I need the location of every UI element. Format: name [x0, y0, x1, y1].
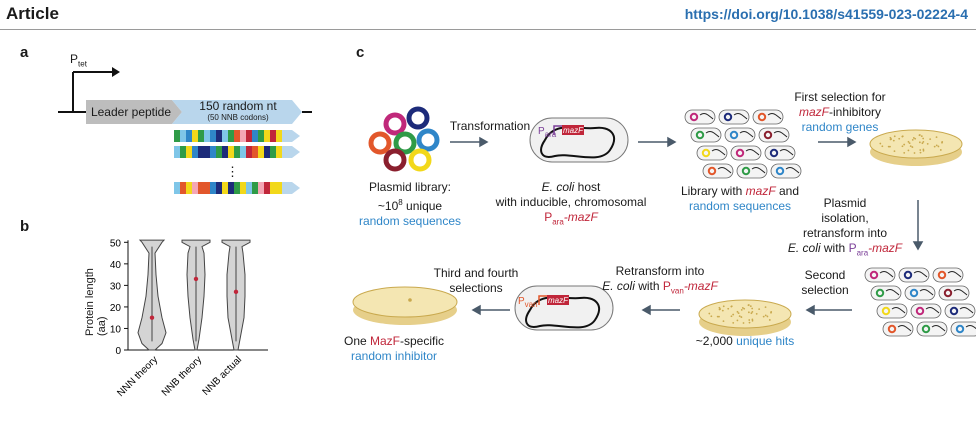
- y-tick-label: 50: [110, 238, 122, 249]
- panel-c-diagram: [352, 106, 976, 337]
- pvan-tag: Pvan: [518, 296, 538, 309]
- transformed-bacteria-icon: [864, 267, 976, 337]
- y-axis-label: Protein length (aa): [84, 268, 108, 336]
- transformation-text: Transformation: [449, 119, 531, 133]
- retransform-text: Retransform into E. coli with Pvan-mazF: [602, 264, 718, 296]
- second-selection-text: Second selection: [801, 268, 849, 297]
- ecoli-pvan-cell-icon: [514, 285, 614, 331]
- mean-marker: [149, 315, 155, 320]
- y-tick-label: 10: [110, 324, 122, 335]
- header-divider: [0, 29, 976, 30]
- ecoli-host-text: E. coli host with inducible, chromosomal…: [495, 180, 647, 227]
- doi-link[interactable]: https://doi.org/10.1038/s41559-023-02224…: [684, 6, 968, 22]
- mazf-tag-1: mazF: [563, 126, 583, 135]
- promoter-label: Ptet: [70, 52, 87, 69]
- panel-c-label: c: [356, 44, 365, 61]
- x-category-label: NNB theory: [160, 354, 204, 398]
- ellipsis-icon: ⋮: [226, 164, 239, 179]
- second-selection-plate-icon: [698, 299, 792, 336]
- leader-peptide-label: Leader peptide: [90, 105, 172, 119]
- plasmid-library-text: Plasmid library: ~108 unique random sequ…: [358, 180, 462, 228]
- library-bacteria-icon: [684, 109, 802, 179]
- article-label: Article: [6, 4, 59, 23]
- third-fourth-text: Third and fourth selections: [433, 266, 519, 295]
- y-tick-label: 40: [110, 260, 122, 271]
- mean-marker: [193, 276, 199, 282]
- plasmid-library-icon: [368, 106, 440, 172]
- unique-hits-text: ~2,000 unique hits: [695, 334, 795, 348]
- panel-a-construct: Ptet Leader peptide 150 random nt (50 NN…: [0, 0, 340, 210]
- final-plate-icon: [352, 286, 458, 325]
- plasmid-isolation-text: Plasmid isolation, retransform into E. c…: [787, 196, 903, 258]
- ecoli-host-cell-icon: [529, 117, 629, 163]
- y-tick-label: 30: [110, 281, 122, 292]
- final-inhibitor-text: One MazF-specific random inhibitor: [343, 334, 445, 363]
- panel-a-label: a: [20, 44, 29, 61]
- mazf-tag-2: mazF: [548, 296, 568, 305]
- promoter-arrow-icon: [58, 67, 120, 113]
- first-selection-plate-icon: [869, 129, 963, 166]
- random-nt-label: 150 random nt (50 NNB codons): [199, 99, 277, 123]
- x-category-label: NNN theory: [115, 354, 160, 399]
- random-sequence-strips: [174, 130, 300, 194]
- leader-peptide-box: [86, 100, 182, 124]
- random-nt-box: [172, 100, 302, 124]
- y-tick-label: 0: [115, 346, 121, 357]
- y-tick-label: 20: [110, 303, 122, 314]
- para-tag-1: Para: [538, 126, 557, 139]
- mean-marker: [233, 289, 239, 295]
- first-selection-text: First selection for mazF-inhibitory rand…: [794, 90, 886, 134]
- panel-b-label: b: [20, 218, 30, 235]
- library-text: Library with mazF and random sequences: [680, 184, 800, 213]
- x-category-label: NNB actual: [201, 354, 245, 398]
